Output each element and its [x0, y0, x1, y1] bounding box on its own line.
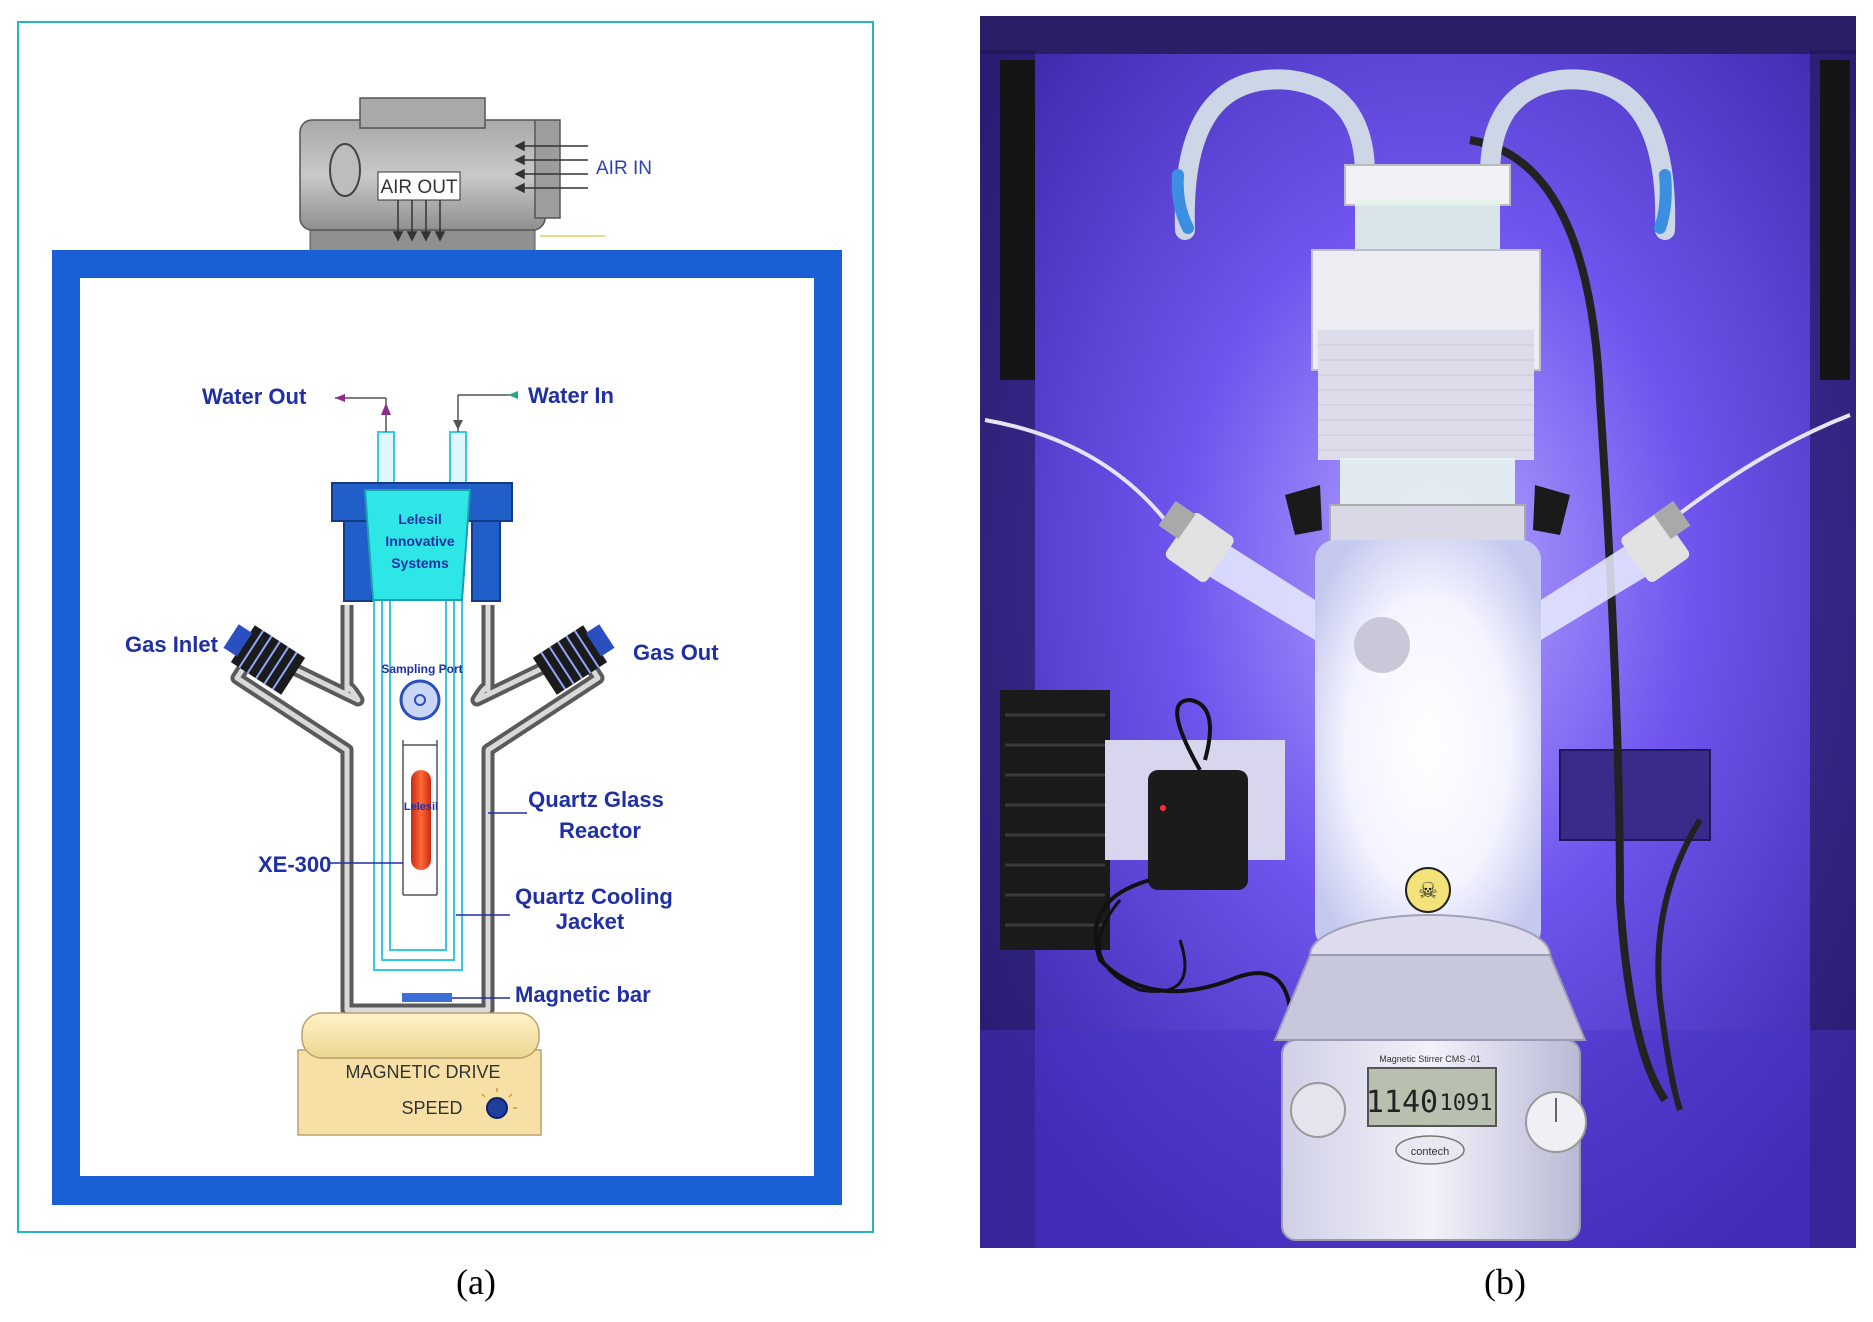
gas-inlet-port [223, 624, 306, 695]
quartz-cooling-jacket-label-2: Jacket [556, 909, 625, 934]
xe-300-label: XE-300 [258, 852, 331, 877]
sampling-port-label: Sampling Port [381, 662, 462, 676]
leader-lines [330, 812, 527, 999]
lamp-label: Lelesil [404, 801, 438, 813]
air-in-arrows-icon [514, 140, 588, 194]
cap-text-line-3: Systems [391, 555, 449, 571]
quartz-glass-reactor-label-2: Reactor [559, 818, 641, 843]
panel-b-caption: (b) [1484, 1262, 1526, 1302]
display-right-value: 1091 [1440, 1091, 1493, 1116]
water-out-arrow-icon [381, 403, 391, 415]
panel-a-caption: (a) [456, 1262, 496, 1302]
stirrer-model-label: Magnetic Stirrer CMS -01 [1379, 1054, 1481, 1064]
sampling-port: Sampling Port [381, 662, 463, 721]
cap-text-line-2: Innovative [385, 533, 454, 549]
air-out-label: AIR OUT [380, 177, 457, 198]
brand-label: contech [1411, 1146, 1450, 1158]
quartz-cooling-jacket-label-1: Quartz Cooling [515, 884, 673, 909]
left-knob-icon [1290, 1082, 1346, 1138]
air-out-arrows-icon [392, 200, 446, 242]
reactor-cap: Lelesil Innovative Systems [331, 482, 513, 602]
speed-label: SPEED [401, 1098, 462, 1118]
cap-text-line-1: Lelesil [398, 511, 442, 527]
warning-skull-icon: ☠ [1418, 879, 1438, 904]
gas-inlet-label: Gas Inlet [125, 632, 219, 657]
gas-fitting-right [1621, 500, 1691, 582]
gas-out-label: Gas Out [633, 640, 719, 665]
water-in-label: Water In [528, 383, 614, 408]
display-left-value: 1140 [1366, 1085, 1438, 1120]
panel-a: AIR OUT AIR IN [17, 21, 874, 1302]
magnetic-drive-stirrer: MAGNETIC DRIVE SPEED [297, 1012, 542, 1136]
quartz-glass-reactor-label-1: Quartz Glass [528, 787, 664, 812]
water-out-label: Water Out [202, 384, 307, 409]
blower-intake-icon [329, 143, 361, 197]
power-adapter [1093, 697, 1294, 1051]
magnetic-bar-label: Magnetic bar [515, 982, 651, 1007]
air-in-label: AIR IN [596, 158, 652, 179]
blower: AIR OUT AIR IN [299, 97, 652, 253]
speed-knob-icon [486, 1097, 508, 1119]
cooling-fan-icon [1000, 690, 1110, 950]
magnetic-stirrer-photo: Magnetic Stirrer CMS -01 1140 1091 conte… [1273, 914, 1587, 1241]
photoreactor-column: ☠ [1158, 164, 1691, 950]
water-tubing [1174, 69, 1676, 240]
magnetic-drive-title: MAGNETIC DRIVE [345, 1062, 500, 1082]
magnetic-bar [402, 993, 452, 1002]
water-in-arrow-icon [453, 420, 463, 430]
gas-out-port [532, 624, 615, 695]
gas-fitting-left [1158, 500, 1234, 582]
xe-300-lamp: Lelesil [402, 740, 438, 896]
panel-b: ☠ Magnetic Stirrer CMS -01 1140 1091 con… [980, 16, 1856, 1302]
